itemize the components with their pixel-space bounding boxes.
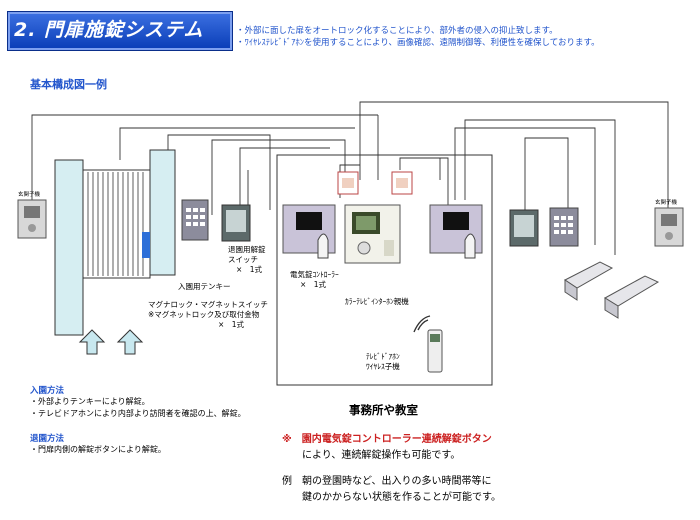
wireless-label-2: ﾜｲﾔﾚｽ子機: [366, 362, 400, 371]
magnet-label-1: マグナロック・マグネットスイッチ: [148, 300, 268, 309]
entry-tenkey-label: 入園用テンキー: [178, 282, 231, 291]
description-line-2: ・ﾜｲﾔﾚｽﾃﾚﾋﾞﾄﾞｱﾎﾝを使用することにより、画像確認、遠隔制御等、利便性…: [236, 38, 600, 48]
note-1-line-2: により、連続解錠操作も可能です。: [282, 450, 461, 461]
tenkey-panel-icon: [181, 199, 209, 241]
gate-icon: [54, 149, 176, 336]
exit-switch-label-1: 退園用解錠: [228, 245, 266, 254]
wireless-handset-icon: [413, 315, 443, 373]
exit-switch-icon: [221, 204, 251, 242]
exit-switch-right-icon: [509, 209, 539, 247]
magnet-label-3: × 1式: [218, 320, 245, 329]
entry-method-title: 入園方法: [30, 386, 65, 396]
diagram-subheading: 基本構成図一例: [30, 78, 107, 91]
magnet-label-2: ※マグネットロック及び取付金物: [148, 310, 260, 319]
wiring: [31, 101, 669, 255]
office-title: 事務所や教室: [349, 403, 418, 417]
entry-arrows-icon: [78, 329, 144, 355]
doorphone-monitor-right-icon: [429, 204, 483, 259]
gate-intercom-right-icon: [654, 207, 684, 247]
gate-intercom-left-icon: [17, 199, 47, 239]
note-1-line-1: ※ 園内電気錠コントローラー連続解錠ボタン: [282, 434, 492, 445]
exit-switch-label-2: スイッチ: [228, 255, 258, 264]
note-2-line-2: 鍵のかからない状態を作ることが可能です。: [282, 492, 501, 503]
title-banner: [8, 12, 232, 50]
exit-switch-label-3: × 1式: [236, 265, 263, 274]
exit-method-line-1: ・門扉内側の解錠ボタンにより解錠。: [30, 445, 166, 454]
magnetic-lock-units-icon: [564, 261, 660, 319]
note-2-line-1: 例 朝の登園時など、出入りの多い時間帯等に: [282, 476, 492, 487]
controller-label-2: × 1式: [300, 280, 327, 289]
color-tv-label: ｶﾗｰﾃﾚﾋﾞｲﾝﾀｰﾎﾝ親機: [345, 297, 409, 306]
controller-left-icon: [337, 171, 359, 195]
entry-method-line-1: ・外部よりテンキーにより解錠。: [30, 397, 150, 406]
doorphone-monitor-left-icon: [282, 204, 336, 259]
exit-method-title: 退園方法: [30, 434, 65, 444]
gate-slave-label-right: 玄関子機: [655, 200, 678, 206]
gate-slave-label-left: 玄関子機: [18, 192, 41, 198]
color-tv-intercom-master-icon: [344, 204, 401, 264]
office-room-outline: [276, 154, 493, 386]
controller-right-icon: [391, 171, 413, 195]
controller-label-1: 電気錠ｺﾝﾄﾛｰﾗｰ: [290, 270, 339, 279]
tenkey-panel-right-icon: [549, 207, 579, 247]
description-line-1: ・外部に面した扉をオートロック化することにより、部外者の侵入の抑止致します。: [236, 26, 558, 36]
magnet-lock-blue-icon: [142, 232, 150, 258]
entry-method-line-2: ・テレビドアホンにより内部より訪問者を確認の上、解錠。: [30, 409, 246, 418]
page-title: 2. 門扉施錠システム: [14, 19, 204, 41]
wireless-label-1: ﾃﾚﾋﾞﾄﾞｱﾎﾝ: [366, 352, 400, 361]
